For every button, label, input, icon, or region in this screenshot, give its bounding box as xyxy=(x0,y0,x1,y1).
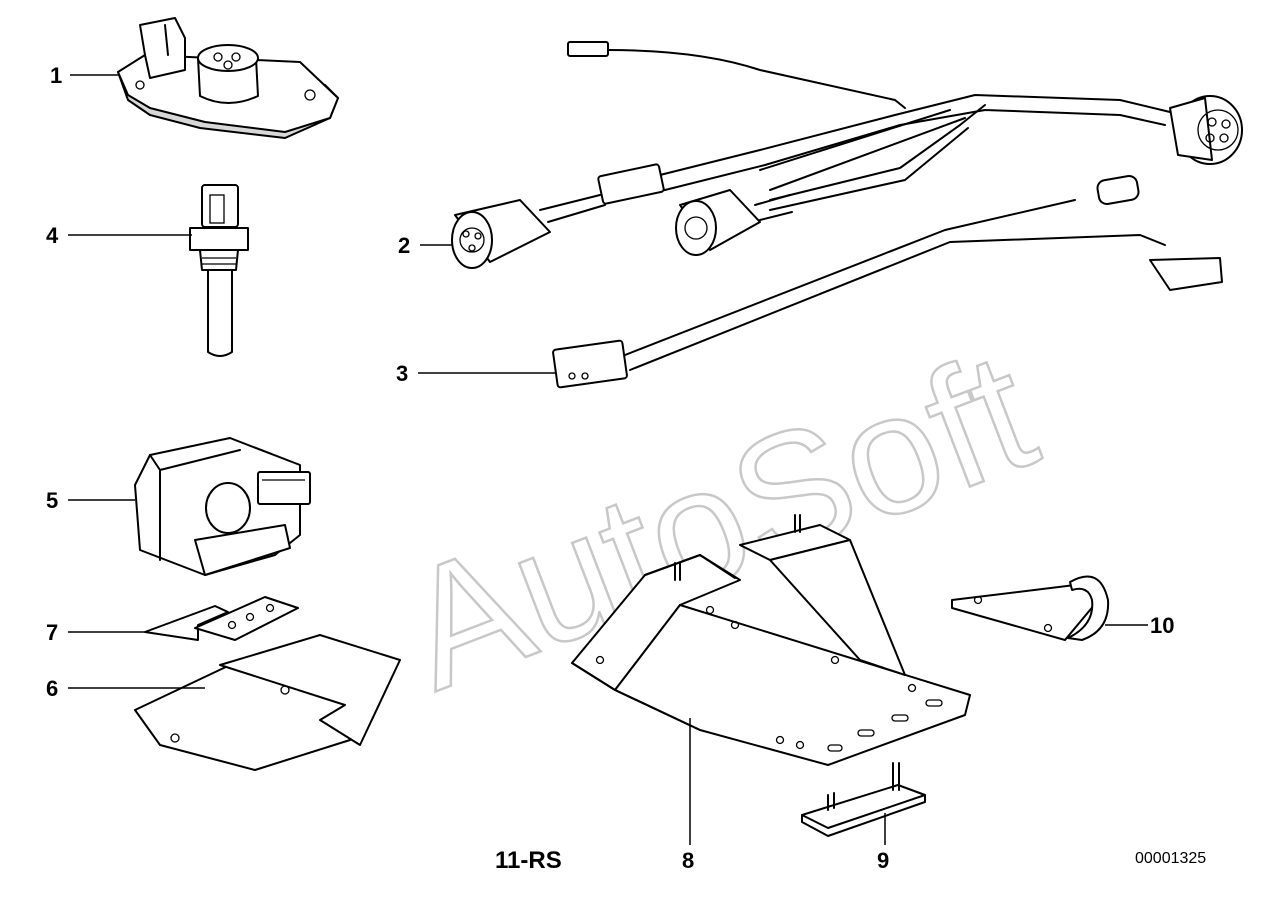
callout-3: 3 xyxy=(396,361,408,386)
part-3-sensor-cable xyxy=(552,174,1223,389)
part-1-control-unit xyxy=(117,17,339,139)
callout-10: 10 xyxy=(1150,613,1174,638)
part-2-wiring-harness xyxy=(451,41,1243,269)
callout-6: 6 xyxy=(46,676,58,701)
callout-8: 8 xyxy=(682,848,694,873)
part-5-relay-module xyxy=(134,437,311,576)
callout-5: 5 xyxy=(46,488,58,513)
part-10-clip-bracket xyxy=(951,575,1110,641)
part-9-stud-plate xyxy=(801,762,926,837)
footer-label: 11-RS xyxy=(495,847,562,874)
diagram-id: 00001325 xyxy=(1135,850,1206,867)
callout-2: 2 xyxy=(398,233,410,258)
part-6-mounting-bracket xyxy=(134,634,401,771)
callout-9: 9 xyxy=(877,848,889,873)
callout-4: 4 xyxy=(46,223,59,248)
callout-1: 1 xyxy=(50,63,62,88)
callout-7: 7 xyxy=(46,620,58,645)
part-7-small-bracket xyxy=(144,596,299,641)
part-8-main-bracket xyxy=(571,514,971,766)
part-4-temperature-sensor xyxy=(189,184,249,357)
